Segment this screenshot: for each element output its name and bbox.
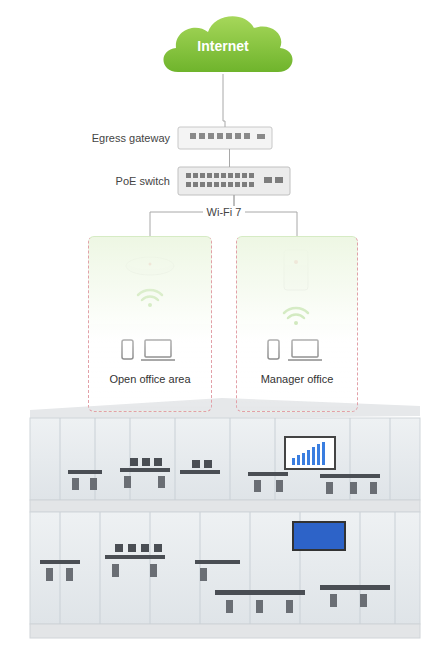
office-building (30, 398, 420, 638)
cloud-node: Internet (163, 8, 283, 74)
gateway-node: Egress gateway (178, 127, 272, 149)
link-line (223, 74, 225, 127)
node-label: Open office area (89, 373, 211, 385)
switch-node: PoE switch (178, 167, 290, 195)
gateway-device (178, 127, 272, 149)
link-line (229, 149, 230, 167)
node-label: Manager office (237, 373, 357, 385)
node-label: Egress gateway (92, 132, 170, 144)
node-label: PoE switch (116, 175, 170, 187)
area-panel: Open office area (88, 236, 212, 412)
cloud-shape (163, 16, 292, 72)
area-panel: Manager office (236, 236, 358, 412)
switch-device (178, 167, 290, 195)
node-label: Internet (163, 38, 283, 54)
link-label: Wi-Fi 7 (203, 206, 246, 218)
